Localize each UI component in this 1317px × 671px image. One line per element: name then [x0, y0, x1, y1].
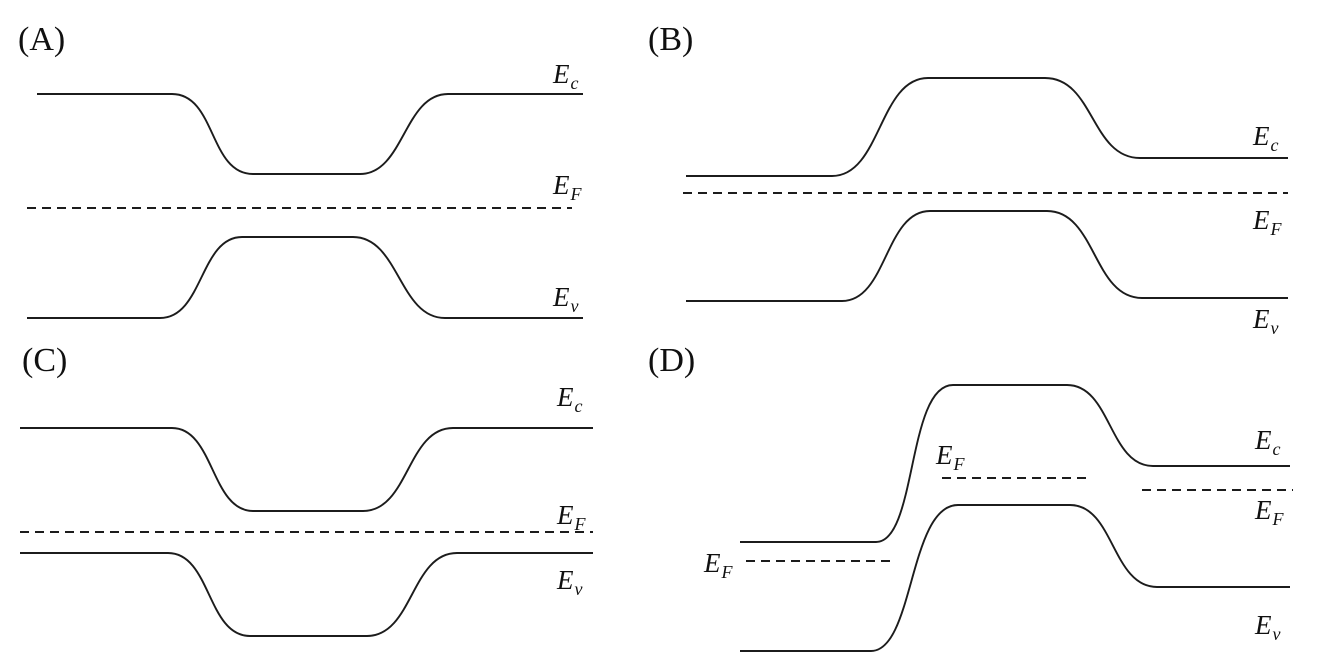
panel-a-letter: (A) [18, 21, 65, 58]
valence-band-curve [27, 236, 583, 319]
panel-d-letter: (D) [648, 342, 695, 379]
conduction-band-curve [686, 77, 1288, 177]
conduction-band-label: Ec [1254, 425, 1281, 459]
valence-band-label: Ev [1254, 610, 1281, 644]
conduction-band-label: Ec [552, 59, 579, 93]
valence-band-label: Ev [552, 282, 579, 316]
fermi-level-label: EF [552, 170, 583, 204]
panel-b-letter: (B) [648, 21, 693, 58]
fermi-level-label-right: EF [1254, 495, 1285, 529]
conduction-band-curve [20, 427, 593, 512]
panel-c-letter: (C) [22, 342, 67, 379]
valence-band-label: Ev [1252, 304, 1279, 338]
valence-band-label: Ev [556, 565, 583, 599]
conduction-band-curve [740, 384, 1290, 543]
fermi-level-label-left: EF [703, 548, 734, 582]
valence-band-curve [686, 210, 1288, 302]
conduction-band-curve [37, 93, 583, 175]
fermi-level-label: EF [556, 500, 587, 534]
fermi-level-label: EF [1252, 205, 1283, 239]
valence-band-curve [740, 504, 1290, 652]
fermi-level-label-middle: EF [935, 440, 966, 474]
conduction-band-label: Ec [1252, 121, 1279, 155]
valence-band-curve [20, 552, 593, 637]
conduction-band-label: Ec [556, 382, 583, 416]
